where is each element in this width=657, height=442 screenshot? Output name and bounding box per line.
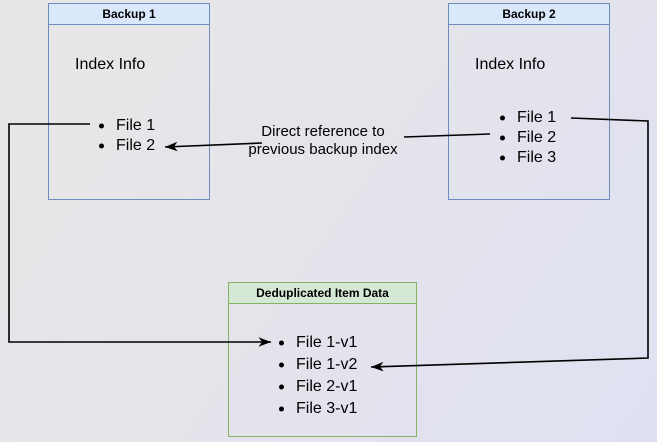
direct-reference-label-line2: previous backup index <box>248 141 398 158</box>
dedup-item: File 3-v1 <box>269 398 357 420</box>
dedup-item: File 1-v2 <box>269 354 357 376</box>
backup2-body: Index Info File 1 File 2 File 3 <box>449 25 609 199</box>
dedup-box: Deduplicated Item Data File 1-v1 File 1-… <box>228 282 417 437</box>
direct-reference-label: Direct reference to previous backup inde… <box>240 123 406 159</box>
dedup-item: File 1-v1 <box>269 332 357 354</box>
dedup-item: File 2-v1 <box>269 376 357 398</box>
backup1-file-list: File 1 File 2 <box>89 116 155 156</box>
dedup-title: Deduplicated Item Data <box>256 286 389 300</box>
backup1-index-info-label: Index Info <box>75 56 146 73</box>
backup2-box: Backup 2 Index Info File 1 File 2 File 3 <box>448 3 610 200</box>
dedup-header: Deduplicated Item Data <box>229 283 416 304</box>
backup2-index-info-label: Index Info <box>475 56 546 73</box>
backup2-header: Backup 2 <box>449 4 609 25</box>
backup2-file-item: File 1 <box>490 108 556 128</box>
backup1-body: Index Info File 1 File 2 <box>49 25 209 199</box>
backup1-box: Backup 1 Index Info File 1 File 2 <box>48 3 210 200</box>
backup1-header: Backup 1 <box>49 4 209 25</box>
backup1-file-item: File 2 <box>89 136 155 156</box>
backup2-file-item: File 3 <box>490 148 556 168</box>
direct-reference-label-line1: Direct reference to <box>261 123 385 140</box>
dedup-item-list: File 1-v1 File 1-v2 File 2-v1 File 3-v1 <box>269 332 357 420</box>
backup1-title: Backup 1 <box>102 7 156 21</box>
backup2-title: Backup 2 <box>502 7 556 21</box>
dedup-body: File 1-v1 File 1-v2 File 2-v1 File 3-v1 <box>229 304 416 436</box>
backup1-file-item: File 1 <box>89 116 155 136</box>
backup2-file-item: File 2 <box>490 128 556 148</box>
backup2-file-list: File 1 File 2 File 3 <box>490 108 556 168</box>
